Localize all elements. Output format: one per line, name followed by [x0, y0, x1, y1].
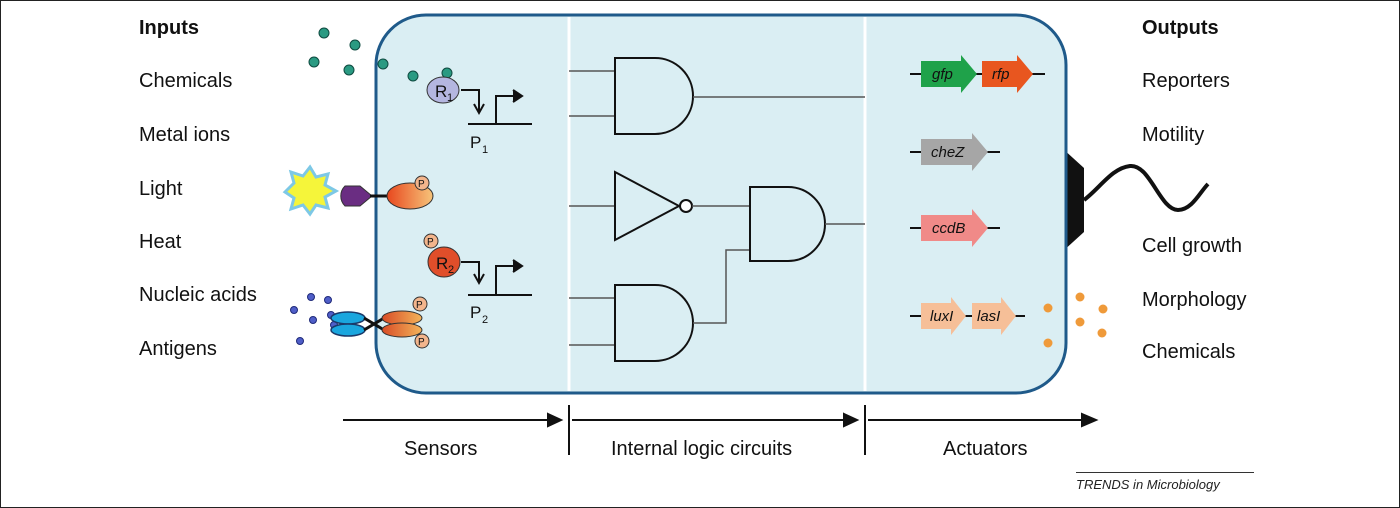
phospho-r2-label: P: [427, 237, 434, 248]
stage-actuators: Actuators: [943, 438, 1028, 460]
outputs-heading: Outputs: [1142, 17, 1219, 39]
phospho-light-label: P: [418, 179, 425, 190]
cell-body: [374, 13, 1068, 395]
gene-row-reporters: gfp rfp: [910, 55, 1045, 93]
stage-sensors: Sensors: [404, 438, 478, 460]
gene-row-motility: cheZ: [910, 133, 1000, 171]
sensor-r1: R 1: [426, 76, 460, 104]
output-chemicals: Chemicals: [1142, 341, 1236, 363]
phospho-dimer-top-label: P: [416, 300, 423, 311]
p2-subscript: 2: [482, 314, 488, 326]
input-light: Light: [139, 178, 183, 200]
stage-internal-logic: Internal logic circuits: [611, 438, 793, 460]
footer-rule: [1076, 472, 1254, 473]
gene-luxi-label: luxI: [930, 308, 953, 325]
output-reporters: Reporters: [1142, 70, 1230, 92]
input-heat: Heat: [139, 231, 182, 253]
output-chemical-molecules: [1043, 292, 1108, 348]
input-antigens: Antigens: [139, 338, 217, 360]
gene-row-cell-growth: ccdB: [910, 209, 1000, 247]
output-cell-growth: Cell growth: [1142, 235, 1243, 257]
gene-gfp-label: gfp: [932, 66, 953, 83]
stage-axis: [343, 405, 1099, 455]
gene-ccdb-label: ccdB: [932, 220, 965, 237]
r1-label: R: [435, 82, 447, 101]
p2-label: P: [470, 303, 481, 322]
promoter-p2: [461, 259, 532, 296]
flagellum: [1062, 148, 1210, 252]
not-gate: [569, 170, 750, 242]
phospho-dimer-icon: P P: [412, 296, 430, 349]
gene-row-quorum: luxI lasI: [910, 297, 1025, 335]
sensor-r2: R 2 P: [423, 233, 461, 278]
r2-subscript: 2: [448, 264, 454, 276]
and-gate-bottom: [569, 249, 750, 362]
r2-label: R: [436, 254, 448, 273]
output-morphology: Morphology: [1142, 289, 1247, 311]
and-gate-right: [749, 186, 865, 262]
r1-subscript: 1: [447, 92, 453, 104]
gene-rfp-label: rfp: [992, 66, 1010, 83]
input-chemicals: Chemicals: [139, 70, 233, 92]
inputs-heading: Inputs: [139, 17, 199, 39]
phospho-dimer-bottom-label: P: [418, 337, 425, 348]
promoter-p1: [461, 89, 532, 125]
dimer-receptor: [330, 310, 423, 338]
output-motility: Motility: [1142, 124, 1205, 146]
p1-subscript: 1: [482, 144, 488, 156]
and-gate-top: [569, 57, 865, 135]
light-starburst-icon: [282, 164, 340, 217]
chemical-molecules: [308, 27, 453, 82]
input-nucleic-acids: Nucleic acids: [139, 284, 257, 306]
footer-credit: TRENDS in Microbiology: [1076, 477, 1220, 492]
gene-lasi-label: lasI: [977, 308, 1000, 325]
p1-label: P: [470, 133, 481, 152]
antigen-molecules: [290, 293, 338, 345]
input-metal-ions: Metal ions: [139, 124, 231, 146]
phospho-light-icon: P: [414, 175, 430, 191]
gene-chez-label: cheZ: [931, 144, 965, 161]
